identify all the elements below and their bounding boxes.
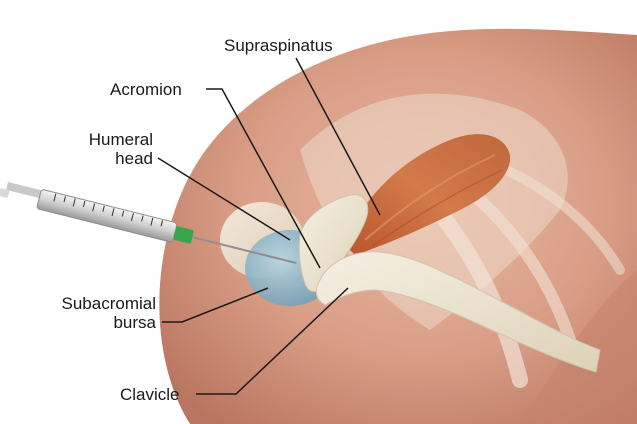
label-acromion-text: Acromion bbox=[110, 80, 182, 99]
label-humeral-head-line2: head bbox=[67, 149, 153, 168]
label-clavicle: Clavicle bbox=[120, 385, 180, 404]
label-supraspinatus-text: Supraspinatus bbox=[224, 36, 333, 55]
label-bursa-line1: Subacromial bbox=[14, 294, 156, 313]
label-clavicle-text: Clavicle bbox=[120, 385, 180, 404]
label-supraspinatus: Supraspinatus bbox=[224, 36, 333, 55]
label-acromion: Acromion bbox=[110, 80, 182, 99]
label-humeral-head-line1: Humeral bbox=[67, 130, 153, 149]
label-bursa-line2: bursa bbox=[14, 313, 156, 332]
syringe-barrel bbox=[37, 189, 178, 242]
label-humeral-head: Humeral head bbox=[67, 130, 153, 168]
label-subacromial-bursa: Subacromial bursa bbox=[14, 294, 156, 332]
